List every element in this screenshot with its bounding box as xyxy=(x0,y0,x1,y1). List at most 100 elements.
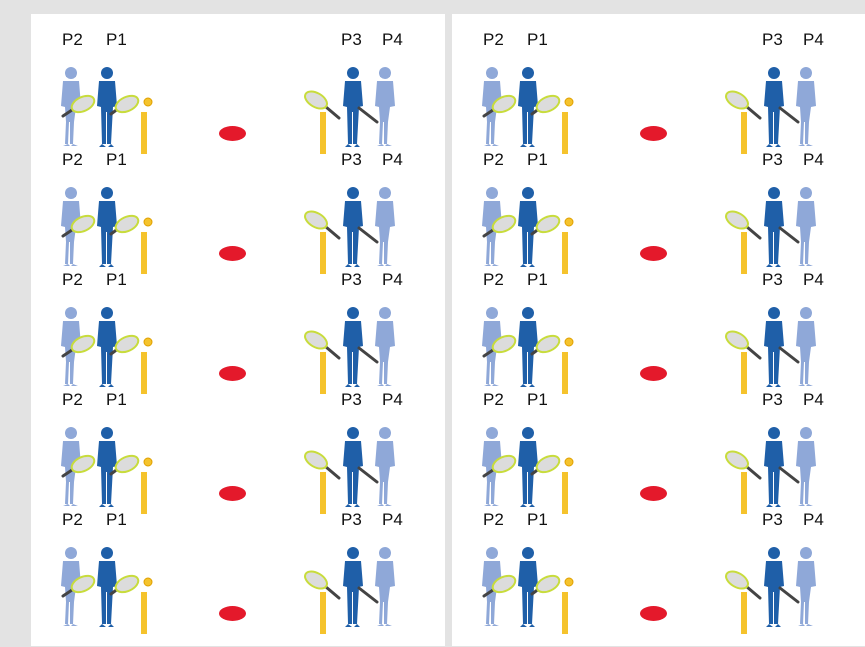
label-p4: P4 xyxy=(382,390,403,409)
red-oval-marker xyxy=(640,606,667,621)
net-post-right xyxy=(320,232,326,274)
red-oval-marker xyxy=(219,606,246,621)
player-p4-icon xyxy=(796,547,816,626)
label-p3: P3 xyxy=(762,150,783,169)
label-p2: P2 xyxy=(483,30,504,49)
label-p4: P4 xyxy=(382,30,403,49)
players-p3-p4-icon xyxy=(304,427,395,507)
player-p1-icon xyxy=(518,67,538,147)
label-p2: P2 xyxy=(483,510,504,529)
tennis-ball-icon xyxy=(564,217,574,227)
tennis-ball-icon xyxy=(143,217,153,227)
label-p4: P4 xyxy=(803,270,824,289)
label-p3: P3 xyxy=(762,30,783,49)
tennis-racket-icon xyxy=(725,450,762,480)
net-post-right xyxy=(320,352,326,394)
net-post-left xyxy=(141,352,147,394)
tennis-racket-icon xyxy=(482,94,517,118)
label-p1: P1 xyxy=(527,30,548,49)
players-p3-p4-icon xyxy=(304,67,395,147)
net-post-right xyxy=(320,472,326,514)
net-post-left xyxy=(562,352,568,394)
tennis-racket-icon xyxy=(725,570,762,600)
label-p1: P1 xyxy=(106,270,127,289)
red-oval-marker xyxy=(640,366,667,381)
tennis-racket-icon xyxy=(530,454,561,476)
formation-row: P2 P1 P3 P4 xyxy=(452,28,865,154)
tennis-racket-icon xyxy=(61,334,96,358)
label-p3: P3 xyxy=(341,390,362,409)
label-p3: P3 xyxy=(341,150,362,169)
tennis-racket-icon xyxy=(109,454,140,476)
red-oval-marker xyxy=(219,366,246,381)
net-post-left xyxy=(562,232,568,274)
tennis-racket-icon xyxy=(482,454,517,478)
tennis-racket-icon xyxy=(109,574,140,596)
tennis-racket-icon xyxy=(482,334,517,358)
player-p1-icon xyxy=(518,547,538,627)
net-post-left xyxy=(562,112,568,154)
label-p4: P4 xyxy=(803,510,824,529)
tennis-ball-icon xyxy=(564,97,574,107)
label-p2: P2 xyxy=(62,270,83,289)
players-p2-p1-icon xyxy=(61,547,153,627)
tennis-ball-icon xyxy=(143,97,153,107)
tennis-ball-icon xyxy=(143,457,153,467)
player-p4-icon xyxy=(796,67,816,146)
players-p2-p1-icon xyxy=(482,307,574,387)
player-p4-icon xyxy=(375,67,395,146)
tennis-racket-icon xyxy=(61,454,96,478)
players-p3-p4-icon xyxy=(725,187,816,267)
net-post-right xyxy=(741,352,747,394)
tennis-ball-icon xyxy=(564,457,574,467)
tennis-ball-icon xyxy=(143,337,153,347)
tennis-racket-icon xyxy=(530,574,561,596)
red-oval-marker xyxy=(640,486,667,501)
label-p1: P1 xyxy=(106,510,127,529)
label-p1: P1 xyxy=(527,510,548,529)
red-oval-marker xyxy=(640,126,667,141)
player-p1-icon xyxy=(518,307,538,387)
label-p3: P3 xyxy=(341,30,362,49)
net-post-left xyxy=(141,112,147,154)
tennis-racket-icon xyxy=(61,574,96,598)
label-p2: P2 xyxy=(483,150,504,169)
players-p2-p1-icon xyxy=(61,427,153,507)
net-post-left xyxy=(562,472,568,514)
net-post-left xyxy=(141,232,147,274)
players-p2-p1-icon xyxy=(482,67,574,147)
net-post-left xyxy=(141,472,147,514)
tennis-racket-icon xyxy=(304,570,341,600)
label-p4: P4 xyxy=(382,510,403,529)
label-p3: P3 xyxy=(762,270,783,289)
player-p1-icon xyxy=(97,67,117,147)
players-p3-p4-icon xyxy=(725,307,816,387)
tennis-racket-icon xyxy=(109,214,140,236)
tennis-racket-icon xyxy=(304,210,341,240)
label-p1: P1 xyxy=(106,390,127,409)
label-p4: P4 xyxy=(803,30,824,49)
label-p1: P1 xyxy=(527,150,548,169)
tennis-racket-icon xyxy=(482,574,517,598)
tennis-ball-icon xyxy=(564,337,574,347)
players-p2-p1-icon xyxy=(61,307,153,387)
tennis-racket-icon xyxy=(530,334,561,356)
player-p1-icon xyxy=(518,427,538,507)
label-p2: P2 xyxy=(62,30,83,49)
players-p3-p4-icon xyxy=(725,67,816,147)
tennis-racket-icon xyxy=(109,334,140,356)
players-p2-p1-icon xyxy=(482,547,574,627)
players-p2-p1-icon xyxy=(482,427,574,507)
tennis-ball-icon xyxy=(143,577,153,587)
players-p3-p4-icon xyxy=(304,307,395,387)
